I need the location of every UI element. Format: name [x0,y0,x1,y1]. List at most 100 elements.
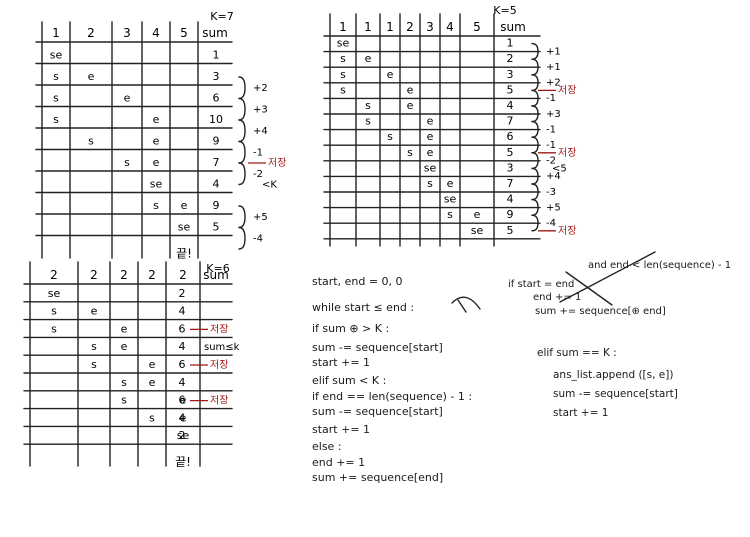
sum-value: 6 [179,394,186,407]
table-label: K=6 [206,262,229,275]
code-line: sum -= sequence[start] [312,405,443,418]
sum-value: 5 [507,146,514,159]
header-cell: 1 [339,20,347,34]
pointer-mark: e [427,130,434,143]
pointer-mark: se [444,193,457,206]
code-line: if start = end [508,279,574,290]
diff-value: -2 [546,156,556,167]
code-line: while start ≤ end : [312,301,414,314]
pointer-mark: s [91,358,97,371]
sum-value: 3 [213,70,220,83]
sum-value: 4 [507,99,514,112]
sum-value: 9 [213,135,220,148]
diff-arrow [238,97,246,121]
pointer-mark: e [387,68,394,81]
header-cell: 5 [180,26,188,40]
cross-out-mark [565,271,613,306]
sum-value: 3 [507,161,514,174]
code-line: sum += sequence[end] [312,471,443,484]
side-if-note: if start = end and end < len(sequence) -… [508,260,731,317]
end-mark: 끝! [176,247,192,261]
diff-arrow [238,226,246,250]
scribble-mark [457,299,467,313]
diff-arrow [531,214,539,232]
diff-value: +5 [546,202,561,213]
sum-value: 3 [507,68,514,81]
diff-value: +5 [253,212,268,223]
pointer-mark: e [149,376,156,389]
diff-value: +4 [253,126,268,137]
sum-value: 2 [507,52,514,65]
pointer-mark: se [50,49,63,62]
sum-value: 4 [507,193,514,206]
diff-value: +2 [546,78,561,89]
pointer-mark: e [121,322,128,335]
diff-arrow [531,120,539,138]
sum-value: 9 [507,208,514,221]
pointer-mark: e [88,70,95,83]
pointer-mark: s [53,70,59,83]
header-cell: sum [202,26,228,40]
sum-value: 4 [179,340,186,353]
save-note: 저장 [210,359,228,371]
pointer-mark: s [124,156,130,169]
sum-value: 5 [507,83,514,96]
code-line: if sum ⊕ > K : [312,322,389,335]
diff-arrow [531,198,539,216]
code-line: end += 1 [533,292,581,303]
pointer-mark: s [51,322,57,335]
code-line: sum -= sequence[start] [312,341,443,354]
header-cell: 2 [50,268,58,282]
pointer-mark: s [365,115,371,128]
pointer-mark: e [180,394,187,407]
pointer-mark: s [340,83,346,96]
sum-value: 7 [507,177,514,190]
diff-value: -3 [546,187,556,198]
pointer-mark: s [53,92,59,105]
side-elif-note: elif sum == K : ans_list.append ([s, e])… [537,347,678,419]
header-cell: 4 [446,20,454,34]
header-cell: sum [500,20,526,34]
header-cell: 1 [386,20,394,34]
diff-value: -1 [546,140,556,151]
pointer-mark: e [180,411,187,424]
pointer-mark: s [121,376,127,389]
code-line: elif sum == K : [537,347,617,359]
header-cell: 2 [148,268,156,282]
header-cell: 2 [179,268,187,282]
pointer-mark: s [88,135,94,148]
condition-note: <K [262,180,277,191]
diff-value: +3 [253,104,268,115]
diff-arrow [531,183,539,201]
condition-note: sum≤k [204,342,240,353]
sum-value: 7 [507,115,514,128]
sum-value: 4 [179,305,186,318]
header-cell: 3 [123,26,131,40]
sum-value: 1 [507,37,514,50]
sum-value: 4 [213,178,220,191]
header-cell: 2 [90,268,98,282]
code-line: start, end = 0, 0 [312,275,403,288]
save-note: 저장 [210,323,228,335]
code-line: sum -= sequence[start] [553,388,678,400]
diff-arrow [531,167,539,185]
save-note: 저장 [558,147,576,159]
header-cell: 2 [120,268,128,282]
header-cell: 3 [426,20,434,34]
code-line: start += 1 [312,423,370,436]
pointer-mark: e [474,208,481,221]
save-note: 저장 [268,157,286,169]
code-line: start += 1 [553,407,608,419]
sum-value: 6 [507,130,514,143]
cross-out-mark [559,251,656,303]
code-block: start, end = 0, 0 while start ≤ end : if… [312,275,472,484]
diff-value: -1 [546,93,556,104]
pointer-mark: e [153,113,160,126]
end-mark: 끝! [175,455,191,469]
pointer-mark: s [51,305,57,318]
sum-value: 10 [209,113,223,126]
pointer-mark: e [153,156,160,169]
pointer-mark: se [48,287,61,300]
pointer-mark: s [340,68,346,81]
